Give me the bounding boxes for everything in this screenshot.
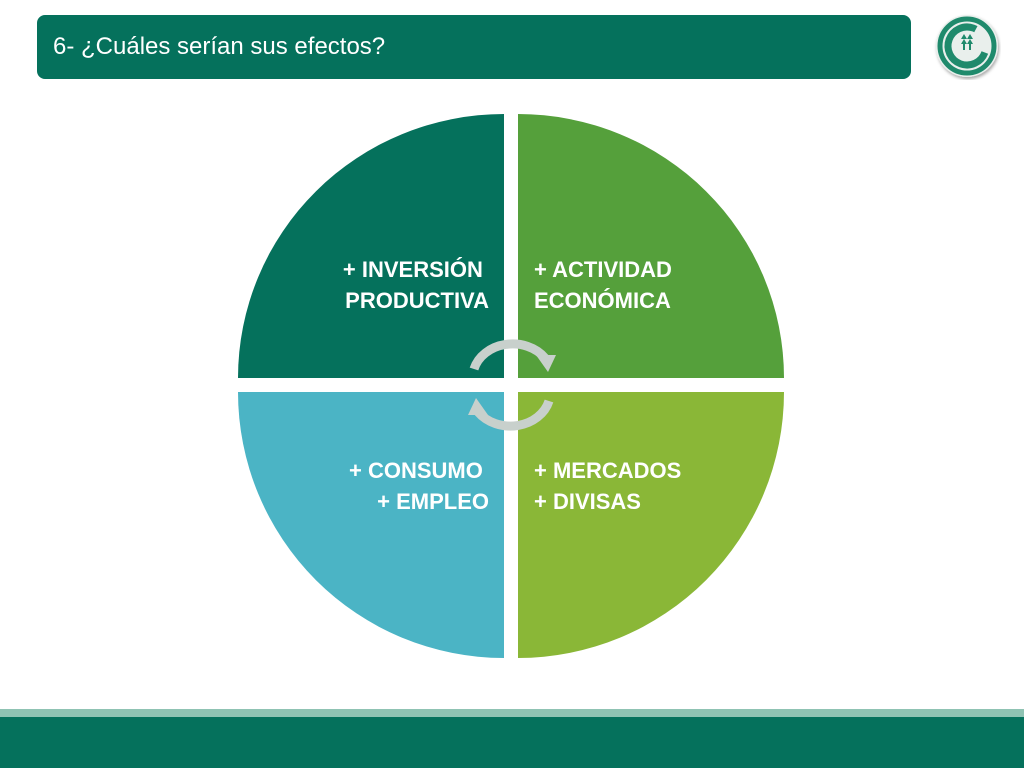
cycle-arrow-logo-icon <box>936 15 998 77</box>
slide-title: 6- ¿Cuáles serían sus efectos? <box>53 33 386 60</box>
footer-bar <box>0 717 1024 768</box>
quadrant-actividad-economica <box>518 114 784 378</box>
quadrant-mercados-divisas <box>518 392 784 658</box>
title-bar: 6- ¿Cuáles serían sus efectos? <box>37 15 911 79</box>
footer-stripe <box>0 709 1024 717</box>
label-inversion-productiva: + INVERSIÓN PRODUCTIVA <box>343 257 489 313</box>
quadrant-inversion-productiva <box>238 114 504 378</box>
quadrant-consumo-empleo <box>238 392 504 658</box>
label-actividad-economica: + ACTIVIDAD ECONÓMICA <box>534 257 678 313</box>
label-mercados-divisas: + MERCADOS + DIVISAS <box>534 458 687 514</box>
circular-arrows-icon <box>468 339 556 431</box>
label-consumo-empleo: + CONSUMO + EMPLEO <box>349 458 489 514</box>
